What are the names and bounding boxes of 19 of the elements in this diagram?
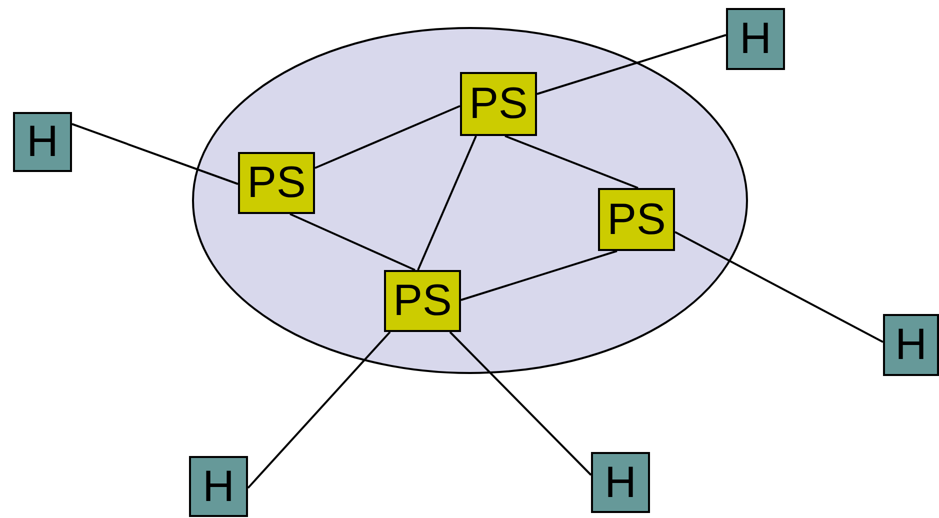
- switch-box: PS: [384, 270, 461, 332]
- switch-box: PS: [460, 72, 537, 136]
- connector-line: [449, 331, 592, 476]
- switch-box: PS: [238, 152, 315, 214]
- host-box: H: [726, 8, 785, 70]
- connector-line: [504, 135, 638, 189]
- connector-line: [536, 34, 726, 95]
- connector-line: [460, 250, 618, 301]
- connector-line: [417, 136, 477, 270]
- connector-line: [290, 213, 416, 271]
- connector-line: [674, 231, 884, 343]
- host-box: H: [13, 112, 72, 172]
- switch-box: PS: [598, 188, 675, 251]
- connector-line: [247, 331, 391, 489]
- host-box: H: [883, 314, 939, 376]
- connector-line: [72, 123, 238, 185]
- host-box: H: [591, 452, 650, 513]
- connector-line: [314, 105, 460, 169]
- host-box: H: [189, 456, 248, 517]
